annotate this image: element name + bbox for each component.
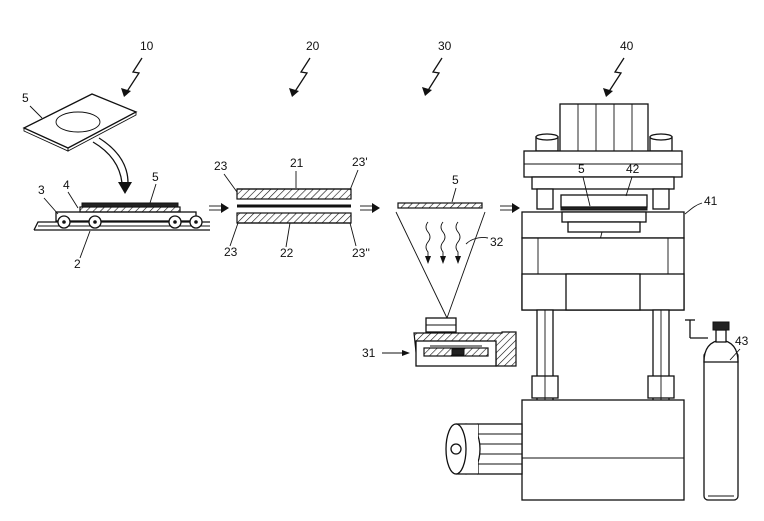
station-label-20: 20 [306,39,320,53]
zigzag-arrow-icon [607,57,625,94]
station-label-10: 10 [140,39,154,53]
station-30-marker: 30 [422,39,452,96]
ref-label: 5 [22,91,29,105]
motor [445,423,523,475]
zigzag-arrow-icon [125,57,143,94]
ref-label: 4 [63,178,70,192]
station-20-layers: 21 23 23' 23 22 23'' [214,155,370,260]
wavy-ray-icon [440,221,446,258]
gas-cylinder [685,319,739,501]
ref-label: 23'' [352,246,370,260]
ref-label: 5 [152,170,159,184]
flow-arrow-icon [360,203,380,213]
station-40-marker: 40 [603,39,634,97]
ref-label: 23 [224,245,238,259]
top-layer-21 [236,188,352,200]
zigzag-arrow-icon [426,57,443,93]
station-20-marker: 20 [289,39,320,97]
wavy-ray-icon [455,221,461,258]
station-40-press: 5 42 4 41 [445,103,749,501]
oval-window [55,111,101,133]
ref-label: 43 [735,334,749,348]
station-label-30: 30 [438,39,452,53]
zigzag-arrow-icon [293,57,311,94]
lower-mold [567,221,641,233]
valve-knob [712,321,730,331]
upper-platen [560,194,648,208]
station-30-exposure: 5 32 31 [362,173,517,367]
exposed-sheet [397,202,483,209]
ref-label: 31 [362,346,376,360]
ref-label: 32 [490,235,504,249]
ref-label: 5 [578,162,585,176]
light-cone [395,211,448,319]
ref-label: 41 [704,194,718,208]
press-cylinder [559,103,649,155]
station-10-conveyor: 5 4 5 3 2 [22,91,210,271]
conveyor-rail [33,221,210,231]
ref-label: 5 [452,173,459,187]
ref-label: 21 [290,156,304,170]
ref-label: 23' [352,155,368,169]
ref-label: 3 [38,183,45,197]
station-label-40: 40 [620,39,634,53]
ref-label: 2 [74,257,81,271]
bottom-layer-22 [236,212,352,224]
pressed-sheet [560,206,648,211]
ref-label: 42 [626,162,640,176]
ref-label: 22 [280,246,294,260]
ref-label: 23 [214,159,228,173]
station-10-marker: 10 [121,39,154,97]
placement-arrow-icon [92,141,123,184]
flow-arrow-icon [500,203,520,213]
wavy-ray-icon [425,221,431,258]
carrier-plate [81,202,179,208]
flow-arrow-icon [209,203,229,213]
press-base [521,399,685,501]
